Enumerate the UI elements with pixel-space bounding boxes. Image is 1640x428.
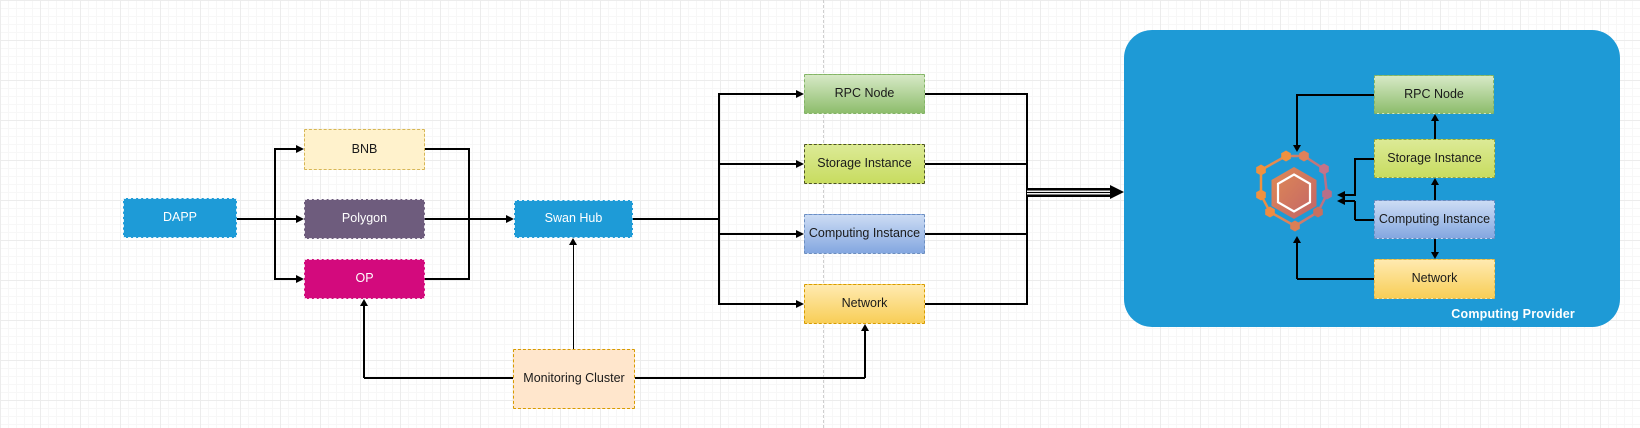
thick-link-arrowhead (1110, 185, 1124, 199)
node-op[interactable]: OP (304, 259, 425, 299)
connector-line (1354, 158, 1356, 196)
connector-line (635, 377, 865, 379)
connector-line (1297, 278, 1374, 280)
provider-node-rpc-node[interactable]: RPC Node (1374, 75, 1494, 114)
arrowhead (796, 89, 804, 98)
connector-line (718, 93, 720, 305)
connector-line (425, 218, 506, 220)
arrowhead (506, 214, 514, 223)
connector-line (468, 148, 470, 280)
connector-line (572, 245, 575, 349)
connector-line (1296, 94, 1298, 145)
connector-line (237, 218, 275, 220)
node-bnb[interactable]: BNB (304, 129, 425, 170)
arrowhead (296, 144, 304, 153)
connector-line (925, 93, 1027, 95)
arrowhead (1337, 196, 1345, 205)
connector-line (363, 306, 365, 378)
arrowhead (796, 159, 804, 168)
connector-line (1296, 243, 1298, 279)
node-polygon[interactable]: Polygon (304, 199, 425, 239)
arrowhead (1337, 190, 1345, 199)
node-rpc-node[interactable]: RPC Node (804, 74, 925, 114)
connector-line (1026, 93, 1028, 305)
connector-line (275, 218, 296, 220)
connector-line (364, 377, 513, 379)
connector-line (1345, 200, 1355, 202)
connector-line (1434, 121, 1436, 139)
arrowhead (1292, 145, 1301, 152)
provider-node-computing-instance[interactable]: Computing Instance (1374, 200, 1495, 239)
connector-line (425, 278, 469, 280)
connector-line (275, 148, 296, 150)
connector-line (864, 331, 866, 378)
connector-line (274, 148, 276, 280)
arrowhead (860, 324, 869, 331)
connector-line (719, 93, 796, 95)
computing-provider-container[interactable]: Computing Provider (1124, 30, 1620, 327)
connector-line (1354, 200, 1356, 220)
node-storage-instance[interactable]: Storage Instance (804, 144, 925, 184)
node-computing-instance[interactable]: Computing Instance (804, 214, 925, 254)
connector-line (925, 233, 1027, 235)
arrowhead (796, 229, 804, 238)
connector-line (1345, 194, 1355, 196)
arrowhead (359, 299, 368, 306)
thick-link-shaft (1027, 188, 1110, 197)
arrowhead (796, 299, 804, 308)
connector-line (719, 303, 796, 305)
connector-line (1297, 94, 1374, 96)
arrowhead (1430, 114, 1439, 121)
node-swan-hub[interactable]: Swan Hub (514, 200, 633, 238)
node-network[interactable]: Network (804, 284, 925, 324)
connector-line (275, 278, 296, 280)
arrowhead (296, 214, 304, 223)
arrowhead (1292, 236, 1301, 243)
provider-node-network[interactable]: Network (1374, 259, 1495, 299)
node-dapp[interactable]: DAPP (123, 198, 237, 238)
arrowhead (1430, 252, 1439, 259)
connector-line (925, 303, 1027, 305)
hexagon-cluster-icon (1256, 150, 1332, 232)
node-monitoring-cluster[interactable]: Monitoring Cluster (513, 349, 635, 409)
connector-line (1355, 158, 1374, 160)
computing-provider-label: Computing Provider (1451, 307, 1575, 321)
connector-line (719, 233, 796, 235)
connector-line (633, 218, 719, 220)
connector-line (425, 148, 469, 150)
arrowhead (1430, 178, 1439, 185)
connector-line (719, 163, 796, 165)
connector-line (1434, 239, 1436, 252)
connector-line (925, 163, 1027, 165)
connector-line (1434, 185, 1436, 200)
provider-node-storage-instance[interactable]: Storage Instance (1374, 139, 1495, 178)
arrowhead (296, 274, 304, 283)
arrowhead (569, 238, 577, 245)
connector-line (1355, 219, 1374, 221)
